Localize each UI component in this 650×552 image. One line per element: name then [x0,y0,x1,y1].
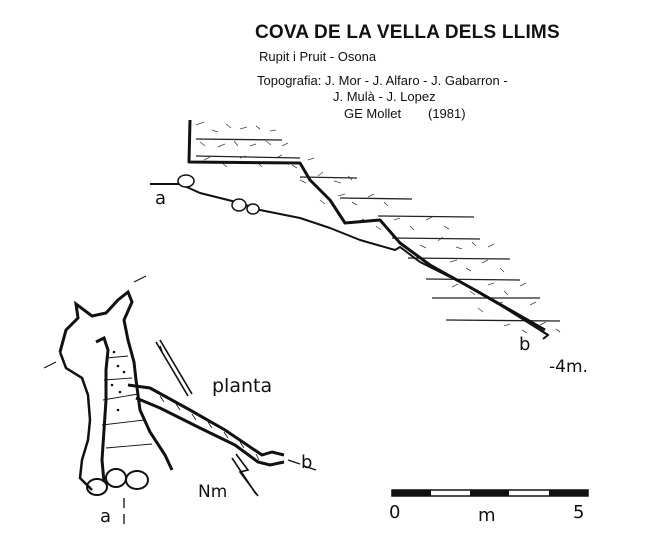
boulder [231,198,247,212]
plan-dashed-outline [43,275,147,369]
boulder [125,470,149,490]
plan-entrance-outline [58,289,174,471]
scale-start-label: 0 [389,502,401,523]
plan-end-label: b [301,452,313,473]
passage-end [539,329,550,340]
plan-floor-dots [110,350,126,412]
club-name: GE Mollet [344,106,402,121]
plan-dashed-extension [287,459,317,471]
north-label: Nm [198,482,228,502]
plan-tunnel-lower [135,396,285,467]
boulder [246,203,260,215]
location-text: Rupit i Pruit - Osona [259,49,377,64]
boulder [177,174,195,188]
survey-title: COVA DE LA VELLA DELS LLIMS [255,22,560,43]
depth-label: -4m. [549,357,588,377]
authors-line-2: J. Mulà - J. Lopez [333,89,436,104]
cave-roof-line [187,119,546,332]
magnetic-north-arrow-icon [231,453,259,497]
strata-lines [195,138,561,322]
cave-floor-line [150,183,549,336]
section-entrance-label: a [155,188,167,209]
plan-tunnel-upper [127,383,285,457]
scale-unit-label: m [478,505,496,526]
plan-entrance-outline [58,351,93,491]
boulder [86,478,108,496]
survey-year: (1981) [428,106,466,121]
rock-hatching [195,121,561,334]
scale-end-label: 5 [573,502,585,523]
authors-line-1: Topografia: J. Mor - J. Alfaro - J. Gaba… [257,73,508,88]
plan-passage [95,335,110,483]
scale-bar [391,489,589,497]
boulder [105,468,127,488]
plan-section-marks [101,355,153,449]
section-view [150,119,561,340]
plan-entrance-label: a [100,506,112,527]
plan-tunnel-hatching [159,395,260,461]
plan-title: planta [212,375,273,397]
north-arrow-icon [155,339,193,397]
section-end-label: b [519,334,531,355]
plan-view [43,275,317,524]
